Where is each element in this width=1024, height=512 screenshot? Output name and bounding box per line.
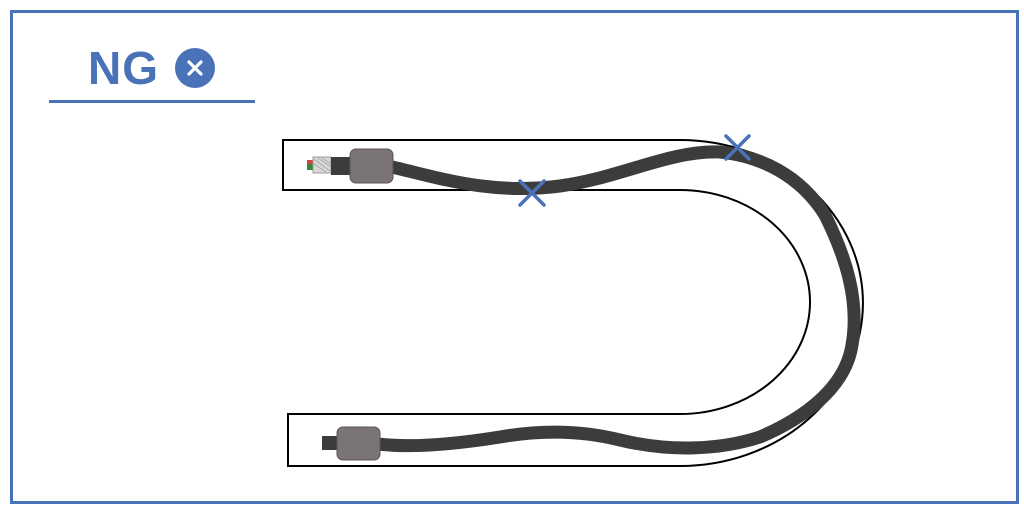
top-connector xyxy=(307,148,394,184)
x-mark-icon xyxy=(518,179,546,207)
title-underline xyxy=(49,100,255,103)
x-circle-icon xyxy=(175,48,215,88)
x-mark-icon xyxy=(724,134,751,161)
status-header: NG xyxy=(88,45,215,91)
status-label: NG xyxy=(88,42,159,94)
cable xyxy=(371,145,861,455)
bottom-connector xyxy=(322,426,381,461)
